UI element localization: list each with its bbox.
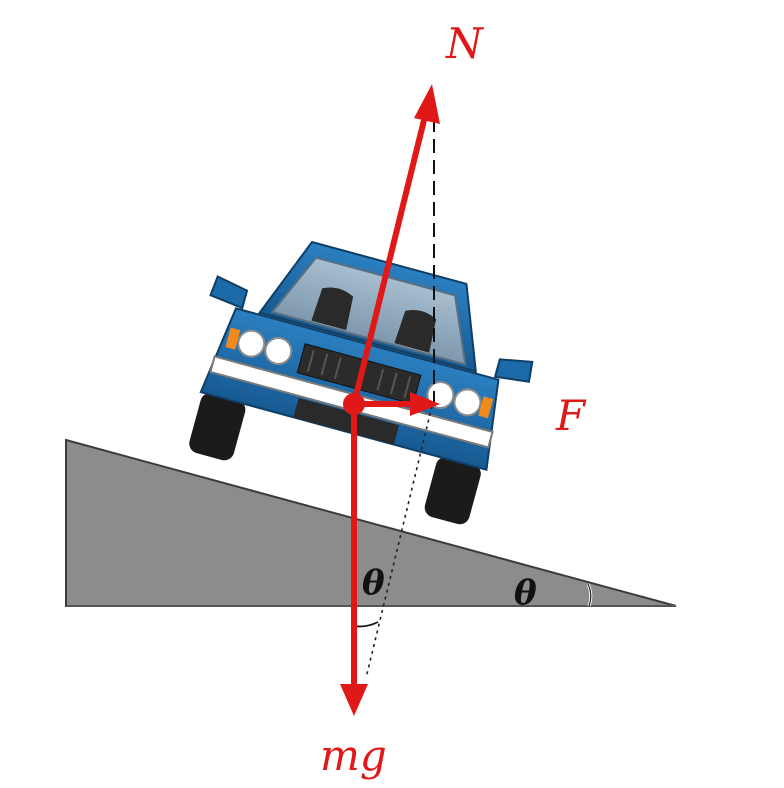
normal-force-arrow — [351, 111, 429, 405]
car-left-indicator — [225, 327, 241, 350]
friction-force-label: F — [555, 391, 587, 440]
car-right-headlight-outer — [453, 388, 482, 417]
car-right-wheel — [424, 456, 481, 525]
normal-force-arrowhead — [414, 84, 440, 124]
car-license-plate — [293, 397, 400, 445]
car-left-headlight-outer — [237, 329, 266, 358]
friction-force-arrowhead — [410, 392, 440, 416]
center-of-mass-dot — [343, 393, 365, 415]
car-left-wheel — [189, 392, 246, 461]
normal-dashed-guide — [365, 405, 433, 679]
car-left-mirror — [209, 275, 249, 310]
incline-angle-label: θ — [514, 573, 537, 613]
gravity-force-arrowhead — [340, 684, 368, 716]
car-right-seat — [394, 310, 437, 353]
car-right-indicator — [478, 396, 494, 419]
force-angle-label: θ — [362, 563, 385, 603]
force-angle-arc — [353, 621, 379, 628]
car — [189, 240, 534, 525]
car-left-seat — [311, 287, 354, 331]
gravity-force-label: mg — [320, 731, 387, 780]
car-left-headlight-inner — [264, 336, 293, 365]
car-right-mirror — [493, 358, 534, 383]
normal-force-label: N — [445, 19, 484, 68]
